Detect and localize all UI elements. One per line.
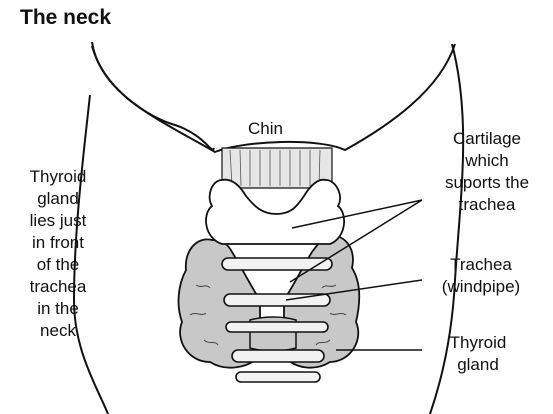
thyroid-gland-label: Thyroid gland <box>430 332 526 376</box>
cartilage <box>206 180 344 244</box>
chin-label: Chin <box>248 118 283 140</box>
thyroid-note: Thyroid gland lies just in front of the … <box>14 166 102 342</box>
trachea-label: Trachea (windpipe) <box>426 254 536 298</box>
cartilage-label: Cartilage which suports the trachea <box>426 128 548 216</box>
